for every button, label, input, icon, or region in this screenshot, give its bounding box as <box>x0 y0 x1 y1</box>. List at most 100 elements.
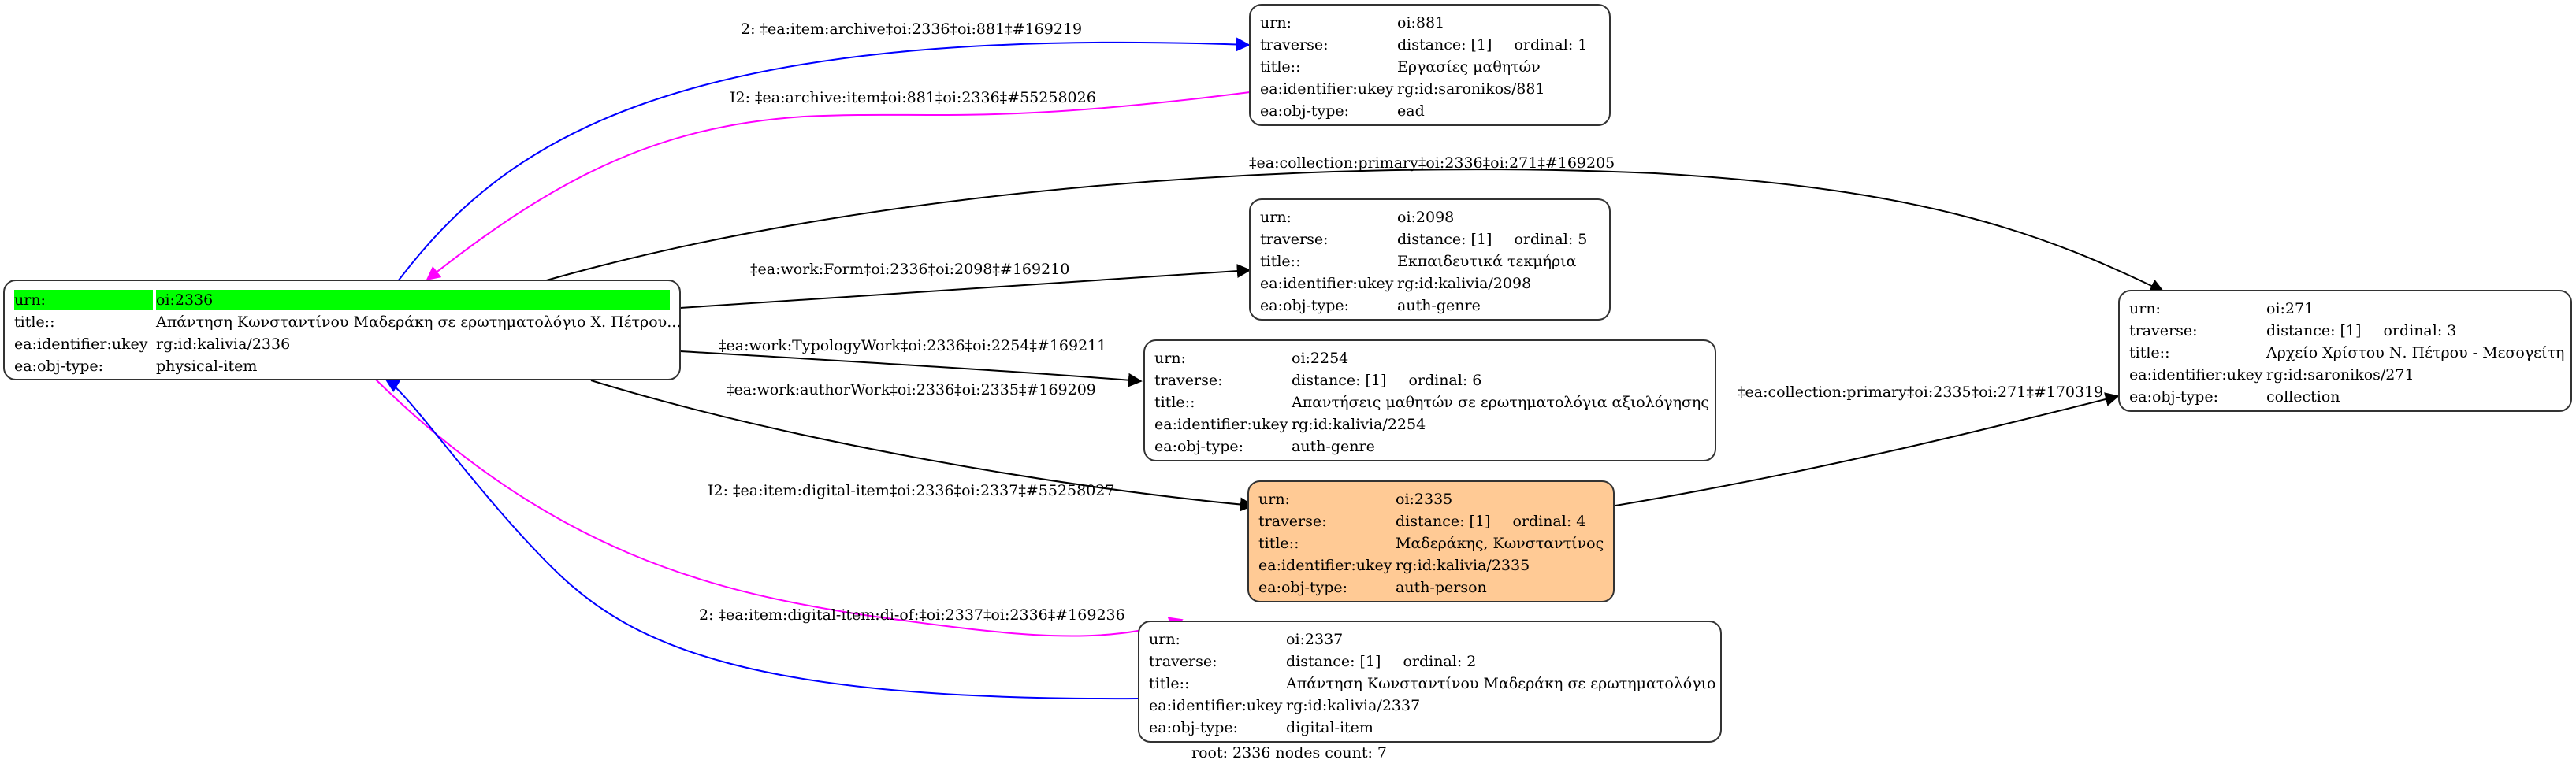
field-key: ea:identifier:ukey <box>2129 366 2263 384</box>
field-key: ea:identifier:ukey <box>1260 80 1394 98</box>
field-key: title:: <box>1258 535 1299 552</box>
field-key: ea:obj-type: <box>1258 579 1348 596</box>
edge-2336-271[interactable] <box>543 169 2165 293</box>
field-value: Εκπαιδευτικά τεκμήρια <box>1397 253 1577 270</box>
field-key: traverse: <box>1154 372 1223 389</box>
field-value: rg:id:kalivia/2336 <box>156 335 291 353</box>
field-value: oi:2336 <box>156 290 670 310</box>
field-key: ea:obj-type: <box>1154 438 1244 455</box>
field-key: urn: <box>14 290 153 310</box>
edge-2336-2254[interactable] <box>679 350 1143 387</box>
field-key: title:: <box>2129 344 2170 361</box>
field-key: ea:obj-type: <box>14 358 104 375</box>
field-value: oi:271 <box>2266 300 2314 317</box>
edge-2336-2335[interactable] <box>590 380 1255 512</box>
field-value: ordinal: 1 <box>1514 36 1588 54</box>
field-value: Μαδεράκης, Κωνσταντίνος <box>1396 535 1604 552</box>
field-value: rg:id:saronikos/271 <box>2266 366 2414 384</box>
field-value: ordinal: 2 <box>1403 653 1477 670</box>
field-key: ea:identifier:ukey <box>1260 275 1394 292</box>
node-oi-2337[interactable]: urn: oi:2337 traverse: distance: [1] ordina… <box>1138 621 1722 743</box>
field-key: traverse: <box>2129 322 2198 339</box>
edge-2336-881[interactable] <box>397 37 1251 282</box>
field-key: title:: <box>14 313 55 331</box>
edge-label: ‡ea:collection:primary‡oi:2336‡oi:271‡#1… <box>1249 154 1615 172</box>
field-key: urn: <box>1260 209 1292 226</box>
node-oi-2254[interactable]: urn: oi:2254 traverse: distance: [1] ordina… <box>1143 339 1716 461</box>
field-key: ea:obj-type: <box>1260 102 1350 120</box>
edge-label: ‡ea:work:authorWork‡oi:2336‡oi:2335‡#169… <box>727 381 1096 398</box>
field-value: rg:id:kalivia/2098 <box>1397 275 1532 292</box>
field-value: auth-genre <box>1397 297 1481 314</box>
field-value: ordinal: 4 <box>1512 513 1586 530</box>
field-key: urn: <box>1154 350 1186 367</box>
field-key: ea:identifier:ukey <box>1149 697 1283 714</box>
node-oi-881[interactable]: urn: oi:881 traverse: distance: [1] ordinal… <box>1249 4 1611 126</box>
field-value: oi:2335 <box>1396 491 1453 508</box>
field-key: ea:identifier:ukey <box>1154 416 1288 433</box>
field-key: title:: <box>1260 253 1301 270</box>
field-key: traverse: <box>1258 513 1327 530</box>
field-key: traverse: <box>1149 653 1217 670</box>
edge-label: I2: ‡ea:archive:item‡oi:881‡oi:2336‡#552… <box>730 89 1096 106</box>
edge-label: ‡ea:work:TypologyWork‡oi:2336‡oi:2254‡#1… <box>719 337 1107 354</box>
field-key: ea:identifier:ukey <box>14 335 148 353</box>
field-value: oi:2254 <box>1292 350 1349 367</box>
field-key: title:: <box>1149 675 1190 692</box>
field-value: distance: [1] <box>1397 36 1492 54</box>
graph-footer: root: 2336 nodes count: 7 <box>1191 744 1388 762</box>
field-value: oi:881 <box>1397 14 1445 32</box>
field-value: ead <box>1397 102 1425 120</box>
edge-2335-271[interactable] <box>1615 392 2120 506</box>
field-key: ea:obj-type: <box>1260 297 1350 314</box>
edge-2336-2337[interactable] <box>375 379 1184 637</box>
edge-label: I2: ‡ea:item:digital-item‡oi:2336‡oi:233… <box>708 482 1115 499</box>
edge-label: ‡ea:collection:primary‡oi:2335‡oi:271‡#1… <box>1738 384 2104 401</box>
field-value: physical-item <box>156 358 258 375</box>
field-value: ordinal: 5 <box>1514 231 1588 248</box>
field-value: rg:id:saronikos/881 <box>1397 80 1545 98</box>
field-value: distance: [1] <box>2266 322 2362 339</box>
node-oi-2336[interactable]: urn: oi:2336 title::Απάντηση Κωνσταντίνο… <box>3 280 681 380</box>
edge-label: ‡ea:work:Form‡oi:2336‡oi:2098‡#169210 <box>750 261 1070 278</box>
field-value: Απάντηση Κωνσταντίνου Μαδεράκη σε ερωτημ… <box>1286 675 1716 692</box>
field-value: distance: [1] <box>1397 231 1492 248</box>
field-key: ea:identifier:ukey <box>1258 557 1392 574</box>
field-value: distance: [1] <box>1292 372 1387 389</box>
field-value: distance: [1] <box>1396 513 1491 530</box>
field-value: digital-item <box>1286 719 1373 736</box>
field-key: title:: <box>1260 58 1301 76</box>
field-value: oi:2098 <box>1397 209 1455 226</box>
edge-label: 2: ‡ea:item:archive‡oi:2336‡oi:881‡#1692… <box>741 20 1083 38</box>
field-value: auth-person <box>1396 579 1487 596</box>
edge-2336-2098[interactable] <box>679 264 1251 309</box>
field-value: Αρχείο Χρίστου Ν. Πέτρου - Μεσογείτη <box>2266 344 2565 361</box>
field-value: Απάντηση Κωνσταντίνου Μαδεράκη σε ερωτημ… <box>156 313 682 331</box>
field-key: urn: <box>1260 14 1292 32</box>
field-value: oi:2337 <box>1286 631 1344 648</box>
field-key: traverse: <box>1260 36 1329 54</box>
edge-label: 2: ‡ea:item:digital-item:di-of:‡oi:2337‡… <box>699 606 1125 624</box>
edge-2337-2336[interactable] <box>385 379 1139 700</box>
field-value: Απαντήσεις μαθητών σε ερωτηματολόγια αξι… <box>1292 394 1709 411</box>
field-key: urn: <box>1149 631 1180 648</box>
field-key: title:: <box>1154 394 1195 411</box>
field-value: auth-genre <box>1292 438 1375 455</box>
field-value: Εργασίες μαθητών <box>1397 58 1541 76</box>
field-key: traverse: <box>1260 231 1329 248</box>
field-value: collection <box>2266 388 2340 406</box>
edge-881-2336[interactable] <box>426 91 1251 281</box>
field-value: rg:id:kalivia/2335 <box>1396 557 1530 574</box>
field-value: distance: [1] <box>1286 653 1381 670</box>
node-oi-271[interactable]: urn: oi:271 traverse: distance: [1] ordinal… <box>2118 290 2572 412</box>
field-key: ea:obj-type: <box>2129 388 2219 406</box>
field-key: ea:obj-type: <box>1149 719 1239 736</box>
field-value: ordinal: 6 <box>1408 372 1482 389</box>
node-oi-2335[interactable]: urn: oi:2335 traverse: distance: [1] ordina… <box>1247 480 1615 602</box>
field-value: rg:id:kalivia/2337 <box>1286 697 1421 714</box>
field-key: urn: <box>1258 491 1290 508</box>
field-value: ordinal: 3 <box>2383 322 2457 339</box>
node-oi-2098[interactable]: urn: oi:2098 traverse: distance: [1] ordina… <box>1249 198 1611 321</box>
field-key: urn: <box>2129 300 2161 317</box>
